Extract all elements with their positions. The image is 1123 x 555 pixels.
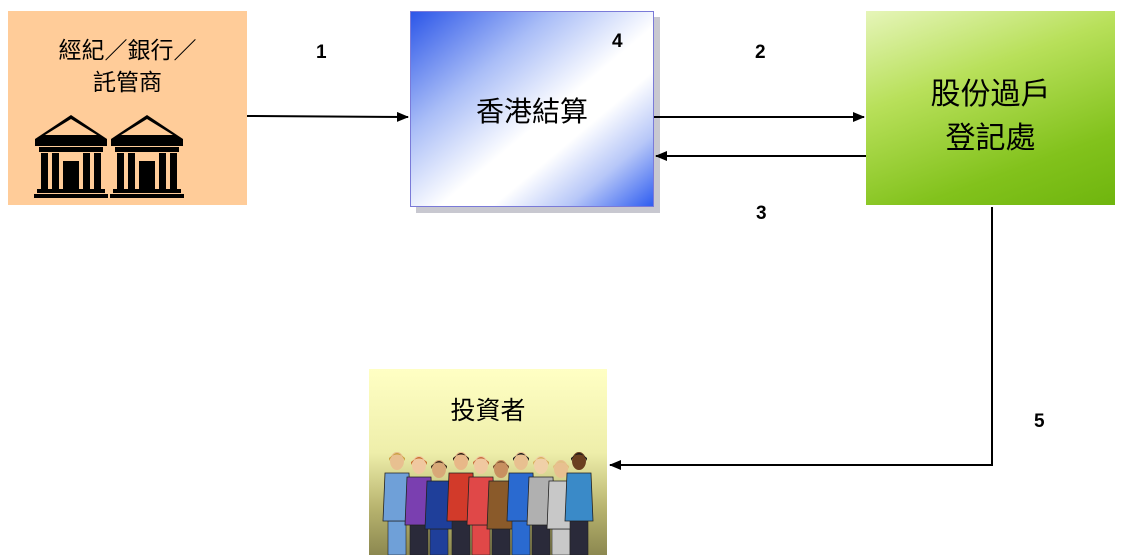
broker-bank-custodian-box: 經紀／銀行／ 託管商 (8, 11, 247, 205)
registrar-label: 股份過戶 登記處 (866, 73, 1115, 161)
step-number-5: 5 (1034, 411, 1045, 432)
hkscc-box: 香港結算 (410, 11, 654, 207)
share-registrar-box: 股份過戶 登記處 (866, 11, 1115, 205)
hkscc-label: 香港結算 (475, 95, 588, 128)
arrow-broker-to-hkscc (246, 111, 409, 122)
investor-box: 投資者 (369, 369, 607, 555)
investor-label: 投資者 (450, 396, 526, 425)
bank-building-icon (34, 115, 184, 198)
arrow-registrar-to-investor (609, 207, 993, 470)
step-number-4: 4 (612, 31, 623, 52)
broker-label: 經紀／銀行／ 託管商 (8, 35, 247, 99)
registrar-label-line1: 股份過戶 (930, 77, 1051, 112)
people-group-icon (382, 452, 594, 555)
step-number-2: 2 (755, 42, 766, 63)
registrar-label-line2: 登記處 (945, 121, 1036, 156)
step-number-1: 1 (316, 42, 327, 63)
broker-label-line2: 託管商 (93, 70, 162, 96)
step-number-3: 3 (756, 203, 767, 224)
broker-label-line1: 經紀／銀行／ (58, 38, 197, 64)
